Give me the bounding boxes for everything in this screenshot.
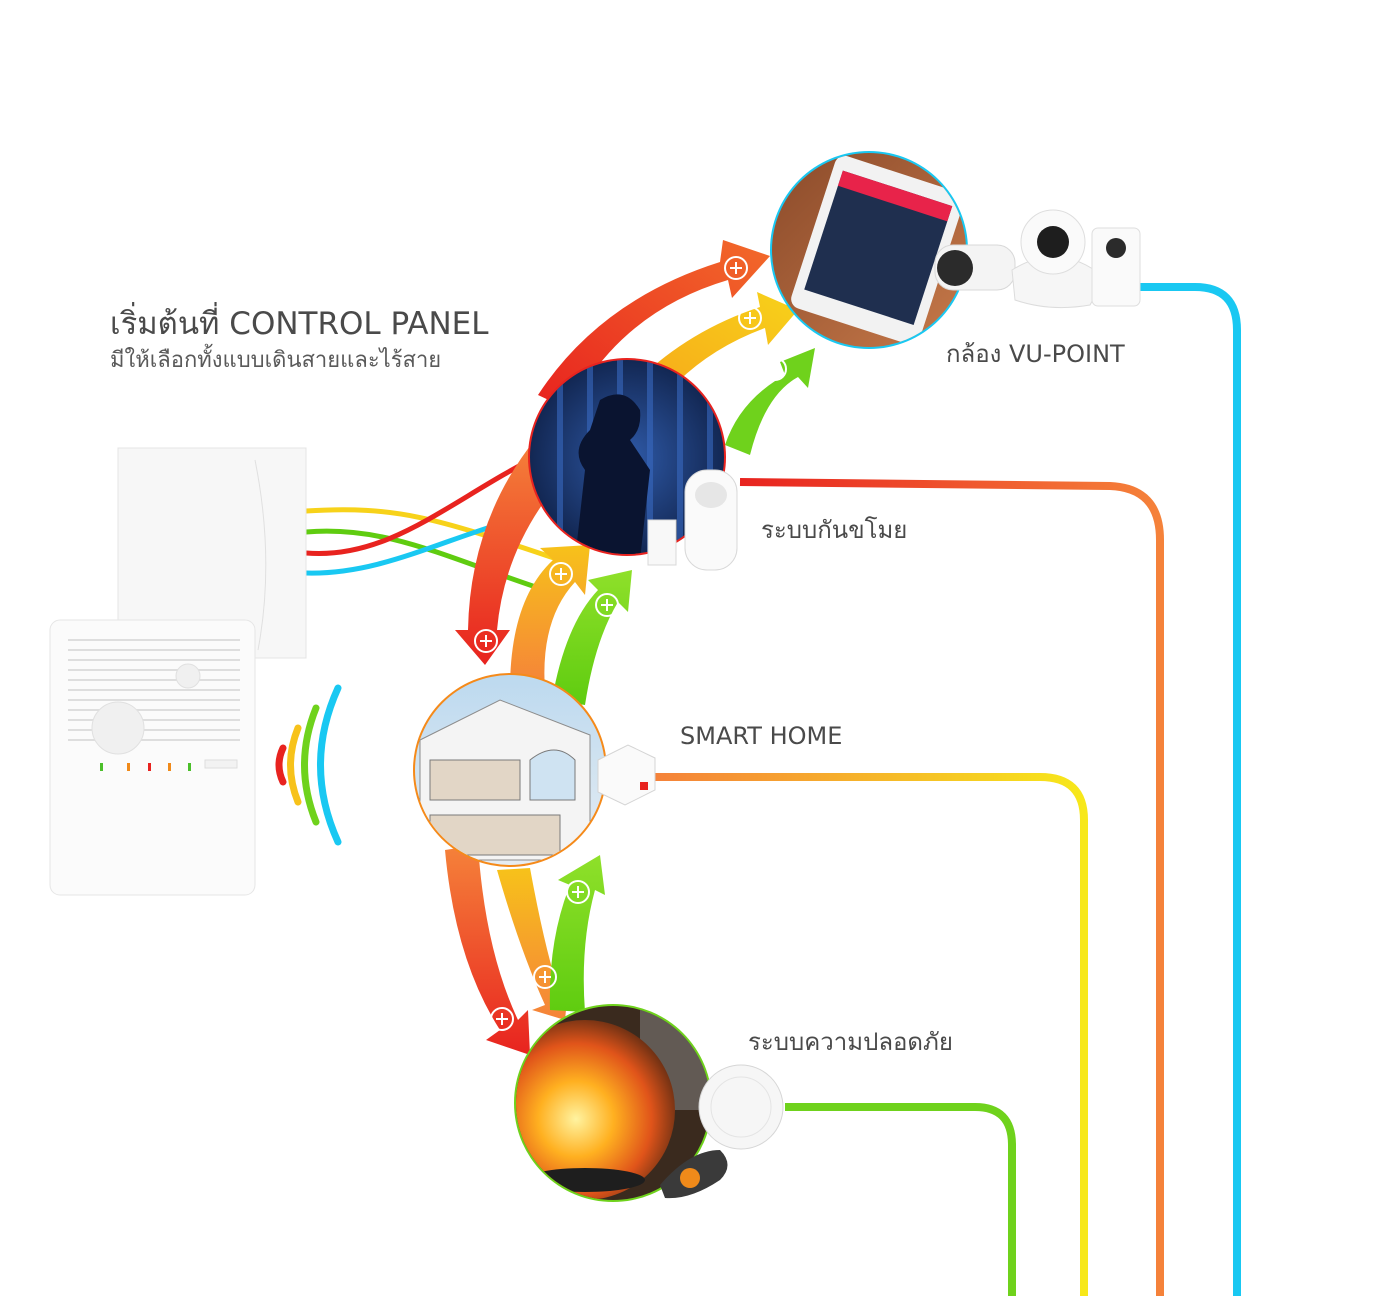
smart-home-label: SMART HOME	[680, 722, 843, 750]
plus-circle-icon	[763, 357, 787, 381]
intrusion-node	[528, 358, 738, 571]
plus-circle-icon	[595, 593, 619, 617]
page-title: เริ่มต้นที่ CONTROL PANEL	[110, 306, 489, 342]
plus-icons	[474, 256, 787, 1031]
wireless-control-panel	[49, 619, 256, 896]
line-green	[785, 1103, 1016, 1296]
smart-home-hub-icon	[597, 744, 656, 806]
safety-label: ระบบความปลอดภัย	[748, 1028, 953, 1056]
cable-green	[305, 528, 561, 598]
thief-silhouette	[575, 394, 650, 554]
motion-sensor-icon	[647, 469, 738, 571]
wireless-signal-icon	[275, 684, 342, 846]
smoke-detector-icon	[698, 1064, 784, 1150]
camera-label: กล้อง VU-POINT	[946, 340, 1125, 368]
status-leds	[100, 759, 238, 771]
intrusion-label: ระบบกันขโมย	[761, 516, 908, 544]
plus-circle-icon	[549, 562, 573, 586]
arrows-bottom	[445, 845, 605, 1055]
speaker-icon	[91, 701, 145, 755]
camera-node	[770, 151, 1141, 349]
plus-circle-icon	[738, 306, 762, 330]
output-lines	[655, 283, 1241, 1296]
arrow-red-down-bottom	[445, 845, 530, 1055]
cameras-icon	[934, 209, 1141, 309]
arrow-green-up-bottom	[549, 855, 605, 1012]
safety-node	[514, 1004, 784, 1202]
arrow-green-up	[552, 570, 632, 705]
plus-circle-icon	[533, 965, 557, 989]
page-subtitle: มีให้เลือกทั้งแบบเดินสายและไร้สาย	[110, 348, 442, 373]
plus-circle-icon	[490, 1007, 514, 1031]
line-orange-yellow	[655, 773, 1088, 1296]
arrow-green-upper	[725, 348, 815, 455]
panic-button-icon	[660, 1150, 728, 1199]
arrow-yellow-upper	[638, 292, 798, 395]
plus-circle-icon	[474, 629, 498, 653]
line-red-orange	[739, 478, 1164, 1296]
cable-red	[305, 452, 542, 557]
plus-circle-icon	[724, 256, 748, 280]
speaker-grille	[68, 639, 240, 741]
smart-home-node	[413, 673, 656, 867]
plus-circle-icon	[566, 880, 590, 904]
line-cyan	[1140, 283, 1241, 1296]
